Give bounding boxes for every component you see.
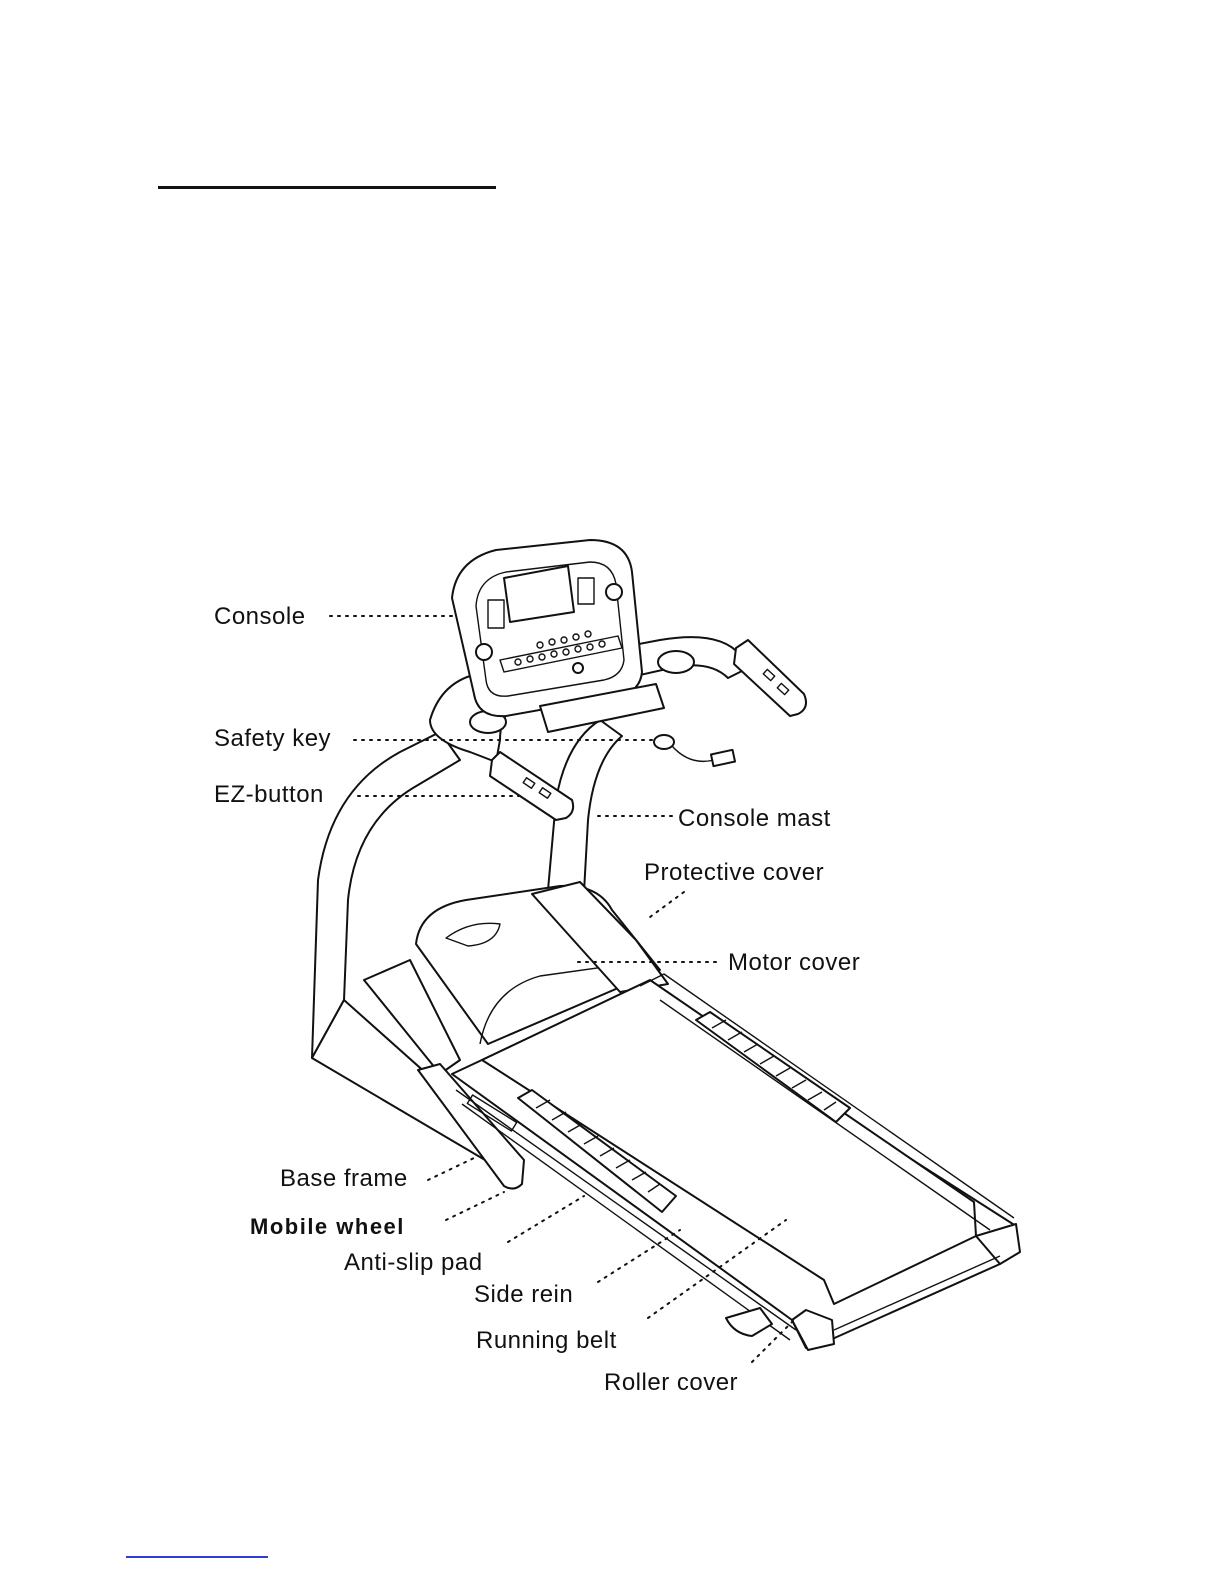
label-safety-key: Safety key [214, 725, 331, 752]
safety-key-socket [573, 663, 583, 673]
footnote-rule [126, 1556, 268, 1558]
label-console-mast: Console mast [678, 805, 831, 832]
label-anti-slip-pad: Anti-slip pad [344, 1249, 483, 1276]
treadmill-drawing [312, 540, 1020, 1350]
label-protective-cover: Protective cover [644, 859, 824, 886]
label-side-rein: Side rein [474, 1281, 573, 1308]
safety-key-clip [654, 735, 674, 749]
label-mobile-wheel: Mobile wheel [250, 1214, 405, 1239]
label-running-belt: Running belt [476, 1327, 617, 1354]
label-base-frame: Base frame [280, 1165, 408, 1192]
label-roller-cover: Roller cover [604, 1369, 738, 1396]
label-motor-cover: Motor cover [728, 949, 860, 976]
left-upright [312, 732, 460, 1058]
front-wheel [726, 1308, 772, 1336]
label-console: Console [214, 603, 306, 630]
right-handgrip [734, 640, 806, 716]
label-ez-button: EZ-button [214, 781, 324, 808]
right-cup-holder [658, 651, 694, 673]
